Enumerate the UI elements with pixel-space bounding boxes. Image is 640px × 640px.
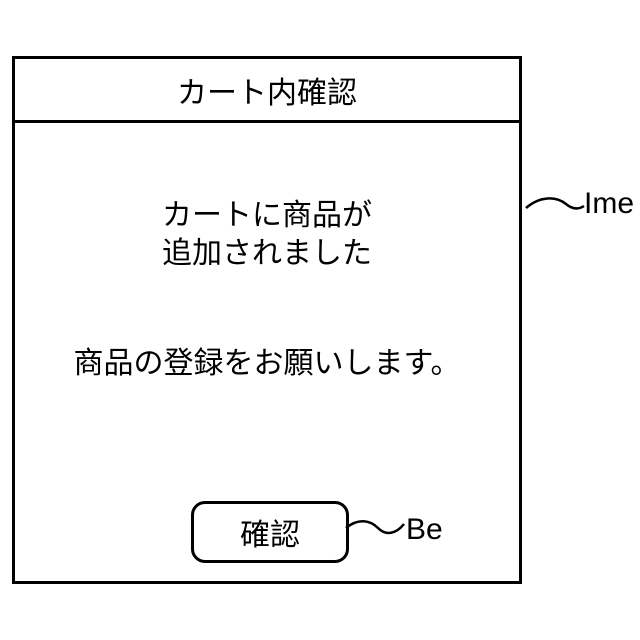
registration-instruction: 商品の登録をお願いします。 [15,345,519,383]
screen-reference-label: Ime [584,187,634,221]
cart-added-message-line-2: 追加されました [15,235,519,273]
cart-added-message: カートに商品が 追加されました [15,197,519,273]
screen-title: カート内確認 [15,59,519,123]
cart-added-message-line-1: カートに商品が [15,197,519,235]
confirmation-screen: カート内確認 カートに商品が 追加されました 商品の登録をお願いします。 確認 [12,56,522,584]
confirm-button[interactable]: 確認 [191,501,349,563]
screen-leader-curve [526,198,584,208]
button-reference-label: Be [406,513,443,547]
